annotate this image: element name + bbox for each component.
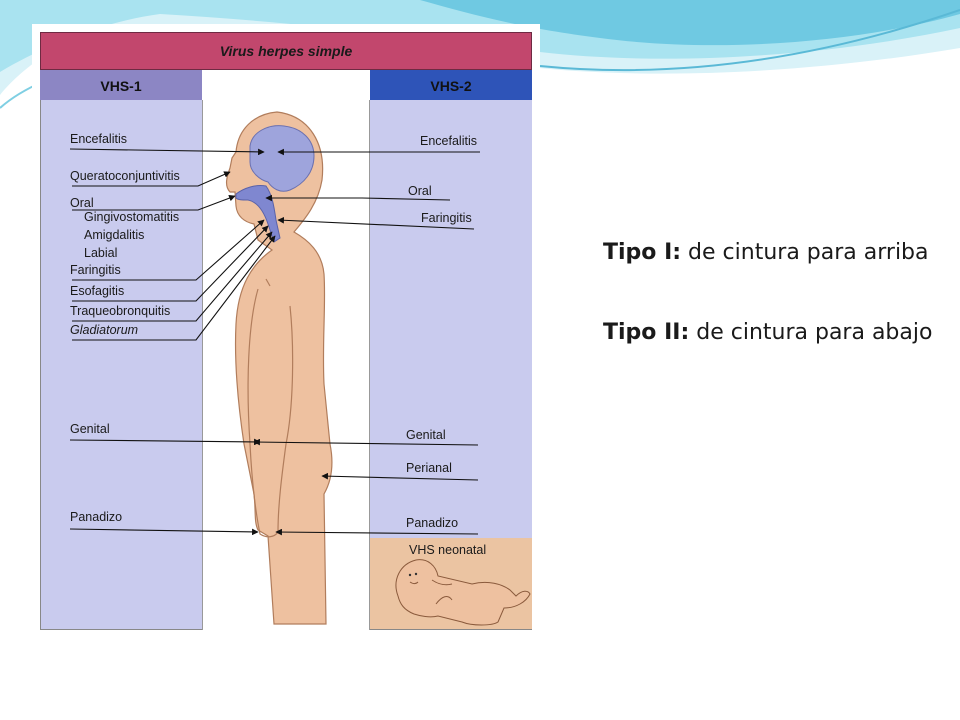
label-encefalitis-vhs2: Encefalitis [420, 134, 477, 148]
label-esofagitis: Esofagitis [70, 284, 125, 298]
label-panadizo-vhs2: Panadizo [406, 516, 459, 530]
label-faringitis-vhs2: Faringitis [421, 211, 472, 225]
note-tipo1: Tipo I: de cintura para arriba [603, 238, 933, 268]
vhs2-panel [370, 100, 532, 538]
label-gingivostomatitis: Gingivostomatitis [84, 210, 180, 224]
vhs1-header-label: VHS-1 [100, 78, 142, 94]
label-faringitis-vhs1: Faringitis [70, 263, 121, 277]
adult-arm [247, 288, 294, 538]
label-queratoconjuntivitis: Queratoconjuntivitis [70, 169, 180, 183]
neonate-figure [395, 559, 531, 626]
vhs2-header: VHS-2 [370, 70, 532, 100]
note-tipo1-text: de cintura para arriba [681, 240, 929, 265]
label-oral-vhs1: Oral [70, 196, 94, 210]
brain-shape [249, 125, 315, 192]
label-traqueobronquitis: Traqueobronquitis [70, 304, 171, 318]
adult-body-figure [225, 111, 333, 625]
label-genital-vhs2: Genital [406, 428, 446, 442]
label-genital-vhs1: Genital [70, 422, 110, 436]
label-perianal: Perianal [406, 461, 452, 475]
note-tipo2: Tipo II: de cintura para abajo [603, 318, 933, 348]
label-amigdalitis: Amigdalitis [84, 228, 145, 242]
notes-block: Tipo I: de cintura para arriba Tipo II: … [603, 238, 933, 398]
note-tipo2-label: Tipo II: [603, 320, 690, 345]
label-gladiatorum: Gladiatorum [70, 323, 139, 337]
diagram-figures [69, 111, 531, 626]
vhs1-panel [40, 100, 202, 630]
vhs2-arrows [253, 148, 480, 536]
note-tipo2-text: de cintura para abajo [689, 320, 933, 345]
diagram-title: Virus herpes simple [219, 43, 353, 59]
vhs1-header: VHS-1 [40, 70, 202, 100]
vhs2-header-label: VHS-2 [430, 78, 472, 94]
herpes-diagram: Virus herpes simple VHS-1 VHS-2 Encefali… [32, 24, 540, 638]
label-oral-vhs2: Oral [408, 184, 432, 198]
vhs1-arrows [69, 148, 276, 536]
note-tipo1-label: Tipo I: [603, 240, 682, 265]
label-panadizo-vhs1: Panadizo [70, 510, 123, 524]
label-vhs-neonatal: VHS neonatal [409, 543, 487, 557]
label-labial: Labial [84, 246, 118, 260]
label-encefalitis-vhs1: Encefalitis [70, 132, 127, 146]
nipple-mark [265, 278, 271, 287]
diagram-title-bar: Virus herpes simple [40, 32, 532, 70]
